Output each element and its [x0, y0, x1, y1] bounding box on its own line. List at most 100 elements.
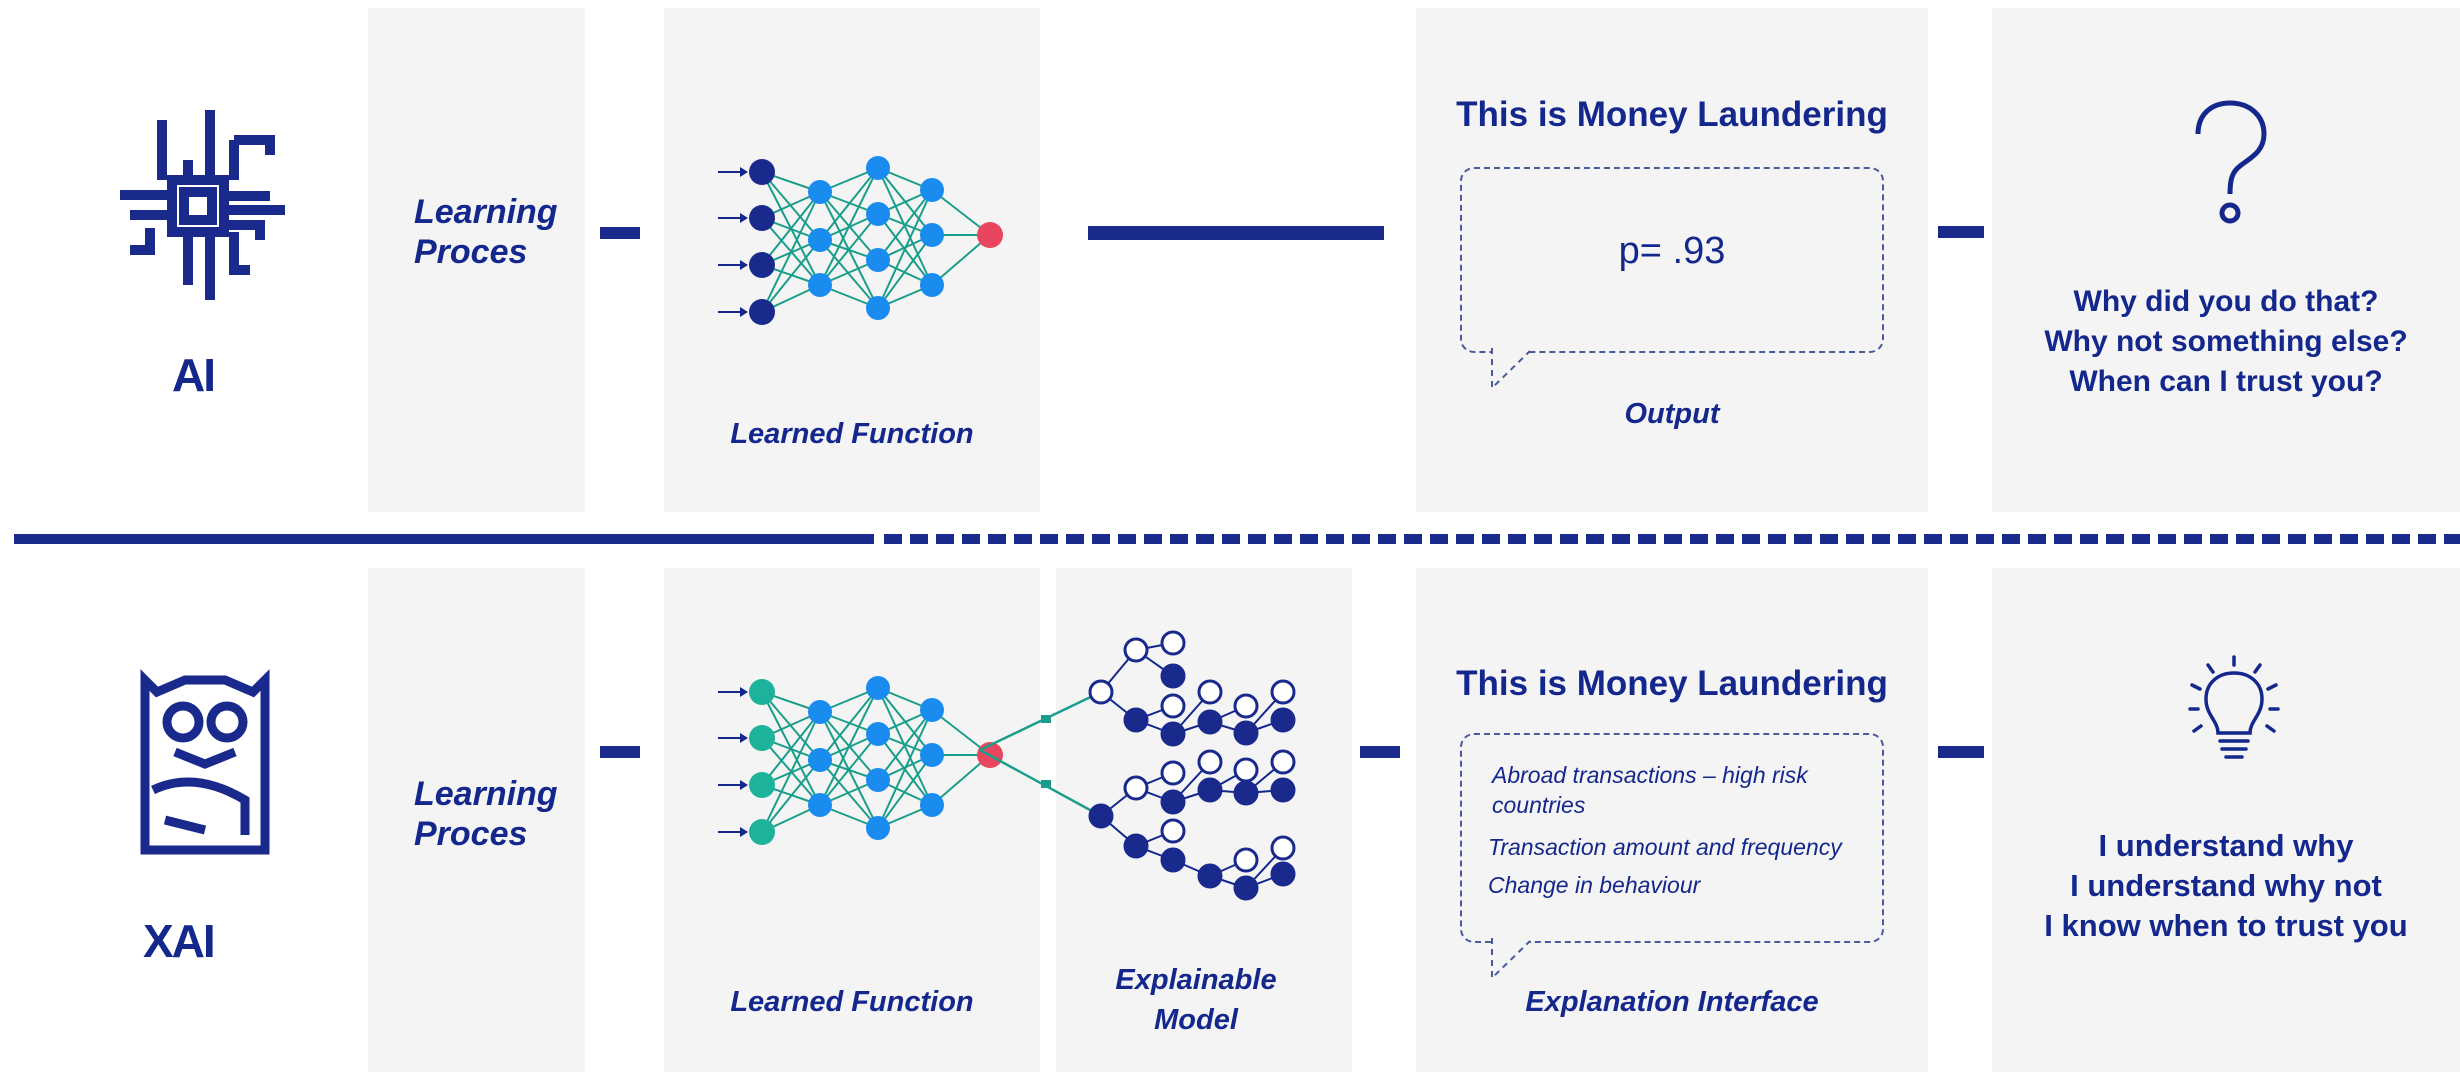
section-divider-solid [14, 534, 874, 544]
tree-node [1270, 707, 1296, 733]
speech-bubble-explanation [1460, 733, 1884, 943]
input-arrowhead [740, 827, 748, 837]
network-node [749, 252, 775, 278]
network-edge [819, 239, 879, 309]
robot-owl-icon [140, 669, 270, 855]
input-arrowhead [740, 260, 748, 270]
network-node [977, 222, 1003, 248]
network-node [808, 180, 832, 204]
neural-network [718, 156, 1003, 325]
network-edge [877, 234, 933, 309]
explainable-model-caption: Explainable Model [1115, 964, 1277, 1036]
input-arrowhead [740, 687, 748, 697]
question-mark-icon [2195, 100, 2267, 224]
connector-dash [1360, 746, 1400, 758]
network-node [808, 700, 832, 724]
answers-panel [1992, 568, 2460, 1072]
tree-node [1233, 720, 1259, 746]
tree-node [1088, 803, 1114, 829]
ai-label: AI [172, 349, 216, 401]
lightbulb-icon [2188, 655, 2280, 759]
learning-process-panel-bottom [368, 568, 585, 1072]
network-node [866, 248, 890, 272]
input-arrowhead [740, 167, 748, 177]
tree-node [1197, 777, 1223, 803]
connector-dash [600, 227, 640, 239]
output-value: p= .93 [1618, 230, 1726, 272]
tree-node [1123, 637, 1149, 663]
tree-node [1160, 789, 1186, 815]
network-edge [819, 687, 879, 806]
network-edge [877, 189, 933, 309]
tree-edge [979, 748, 1102, 818]
connector-line [1088, 226, 1384, 240]
input-arrowhead [740, 213, 748, 223]
network-node [920, 743, 944, 767]
network-edge [819, 167, 879, 241]
network-node [866, 768, 890, 792]
network-edge [877, 709, 933, 829]
tree-node [1233, 780, 1259, 806]
network-edge [819, 687, 879, 761]
section-divider-dashed [884, 534, 2460, 544]
decision-tree [979, 630, 1296, 901]
answer-line: I understand why [2098, 828, 2354, 863]
question-line: Why did you do that? [2073, 285, 2379, 318]
tree-node [1233, 757, 1259, 783]
tree-node [1270, 679, 1296, 705]
tree-node [1160, 693, 1186, 719]
input-arrowhead [740, 733, 748, 743]
question-line: Why not something else? [2044, 325, 2408, 358]
network-node [920, 223, 944, 247]
connector-dash [1938, 226, 1984, 238]
network-edge [761, 239, 821, 313]
learning-process-label-top: Learning Proces [414, 193, 558, 271]
tree-node [1123, 707, 1149, 733]
output-panel [1416, 8, 1928, 512]
network-node [749, 819, 775, 845]
network-edge [877, 709, 933, 781]
questions-list: Why did you do that? Why not something e… [1992, 282, 2460, 402]
explanation-interface-caption: Explanation Interface [1525, 986, 1819, 1018]
learning-process-label-bottom: Learning Proces [414, 775, 558, 853]
network-edge [761, 711, 821, 786]
tree-node [1197, 749, 1223, 775]
network-node [866, 722, 890, 746]
tree-edge [979, 690, 1102, 752]
network-node [866, 156, 890, 180]
tree-node [1270, 749, 1296, 775]
tree-node [1160, 630, 1186, 656]
explanation-item: Change in behaviour [1488, 872, 1701, 898]
neural-network [718, 676, 1003, 845]
network-node [808, 793, 832, 817]
tree-marker [1041, 715, 1051, 723]
answer-line: I know when to trust you [2044, 908, 2408, 943]
tree-marker [1041, 780, 1051, 788]
explanation-interface-panel [1416, 568, 1928, 1072]
network-node [808, 748, 832, 772]
network-edge [761, 191, 821, 313]
network-node [749, 679, 775, 705]
network-node [920, 273, 944, 297]
input-arrowhead [740, 307, 748, 317]
output-title-bottom: This is Money Laundering [1456, 664, 1888, 703]
tree-node [1197, 709, 1223, 735]
network-node [808, 228, 832, 252]
connector-dash [600, 746, 640, 758]
network-edge [761, 191, 821, 266]
tree-node [1123, 833, 1149, 859]
network-node [749, 725, 775, 751]
learned-function-panel-top [664, 8, 1040, 512]
tree-node [1270, 861, 1296, 887]
network-node [866, 296, 890, 320]
network-node [749, 299, 775, 325]
learned-function-caption-bottom: Learned Function [730, 986, 974, 1018]
network-edge [877, 189, 933, 261]
network-node [920, 698, 944, 722]
network-edge [761, 759, 821, 833]
network-node [920, 793, 944, 817]
question-line: When can I trust you? [2069, 365, 2383, 398]
tree-node [1088, 679, 1114, 705]
network-edge [877, 754, 933, 829]
speech-bubble-output [1460, 167, 1884, 353]
